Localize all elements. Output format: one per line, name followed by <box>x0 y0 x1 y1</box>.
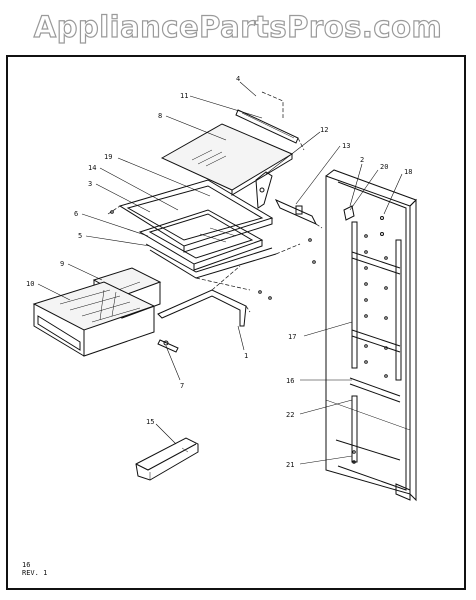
callout-22: 22 <box>286 411 294 419</box>
callout-10: 10 <box>26 280 34 288</box>
upper-clip <box>343 205 384 236</box>
callout-18: 18 <box>404 168 412 176</box>
callout-8: 8 <box>158 112 162 120</box>
callout-20: 20 <box>380 163 388 171</box>
utility-bin <box>135 437 199 481</box>
callout-14: 14 <box>88 164 96 172</box>
shelf-bracket <box>255 171 273 209</box>
callout-7: 7 <box>180 382 184 390</box>
callout-13: 13 <box>342 142 350 150</box>
callout-21: 21 <box>286 461 294 469</box>
mounting-screws <box>110 210 388 464</box>
glass-shelf <box>160 123 294 196</box>
callout-19: 19 <box>104 153 112 161</box>
callout-labels: 4 11 8 12 13 19 14 3 2 20 18 6 5 9 10 1 … <box>26 75 412 469</box>
callout-3: 3 <box>88 180 92 188</box>
cabinet-liner <box>325 169 417 502</box>
diagram-frame <box>6 55 466 590</box>
revision-label: REV. 1 <box>22 569 48 577</box>
crisper-cover-glass <box>138 209 264 271</box>
lower-rail <box>335 377 401 463</box>
crisper-cover-frame <box>107 179 274 253</box>
drawer-roller <box>157 339 179 353</box>
callout-4: 4 <box>236 75 240 83</box>
cover-support-rails <box>145 243 301 291</box>
callout-17: 17 <box>288 333 296 341</box>
drawer-slide-frame <box>157 265 251 327</box>
callout-11: 11 <box>180 92 188 100</box>
shelf-ladder <box>351 221 402 381</box>
shelf-rail <box>235 91 305 151</box>
callout-12: 12 <box>320 126 328 134</box>
callout-2: 2 <box>360 156 364 164</box>
callout-15: 15 <box>146 418 154 426</box>
page-number: 16 <box>22 561 31 569</box>
callout-6: 6 <box>74 210 78 218</box>
leader-lines <box>37 81 403 465</box>
callout-16: 16 <box>286 377 294 385</box>
callout-1: 1 <box>244 352 248 360</box>
callout-9: 9 <box>60 260 64 268</box>
site-watermark: AppliancePartsPros.com <box>33 9 443 44</box>
callout-5: 5 <box>78 232 82 240</box>
shelf-support <box>274 198 323 229</box>
crisper-drawer <box>32 281 156 357</box>
